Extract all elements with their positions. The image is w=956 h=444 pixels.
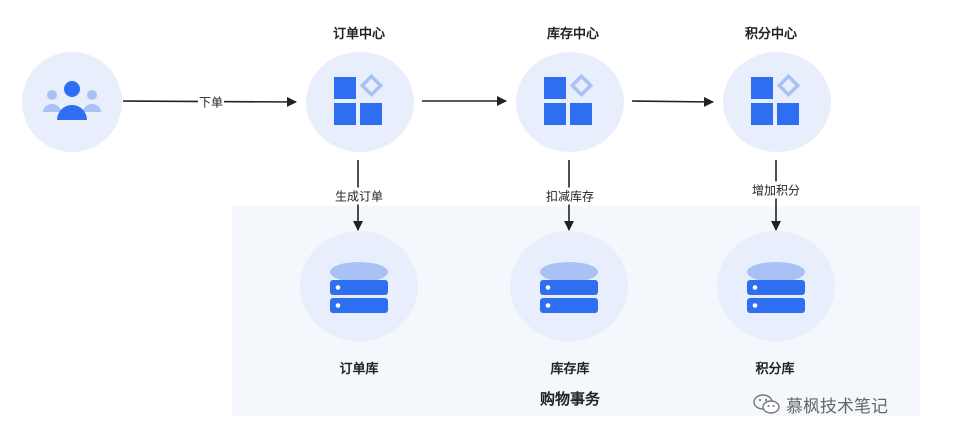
add-points-label: 增加积分 (750, 181, 802, 199)
stock-center-node (516, 52, 624, 152)
place-order-label: 下单 (197, 93, 225, 111)
stock-db-title: 库存库 (550, 362, 590, 377)
points-center-title: 积分中心 (744, 27, 798, 42)
stock-db-node (510, 231, 628, 341)
users-icon (43, 81, 101, 120)
create-order-label: 生成订单 (333, 187, 385, 205)
stock-center-title: 库存中心 (546, 27, 600, 42)
watermark: 慕枫技术笔记 (752, 392, 888, 417)
order-center-node (306, 52, 414, 152)
user-node (22, 52, 122, 152)
order-center-title: 订单中心 (332, 27, 386, 42)
order-db-node (300, 231, 418, 341)
order-db-title: 订单库 (339, 362, 379, 377)
app-grid-icon (544, 73, 594, 125)
database-icon (330, 262, 388, 313)
points-db-node (717, 231, 835, 341)
wechat-icon (753, 394, 780, 414)
app-grid-icon (751, 73, 801, 125)
database-icon (540, 262, 598, 313)
transaction-title: 购物事务 (539, 390, 601, 408)
arrow-stock-to-points (631, 96, 714, 107)
watermark-text: 慕枫技术笔记 (786, 396, 888, 417)
app-grid-icon (334, 73, 384, 125)
points-center-node (723, 52, 831, 152)
points-db-title: 积分库 (755, 362, 795, 377)
deduct-stock-label: 扣减库存 (544, 187, 596, 205)
database-icon (747, 262, 805, 313)
